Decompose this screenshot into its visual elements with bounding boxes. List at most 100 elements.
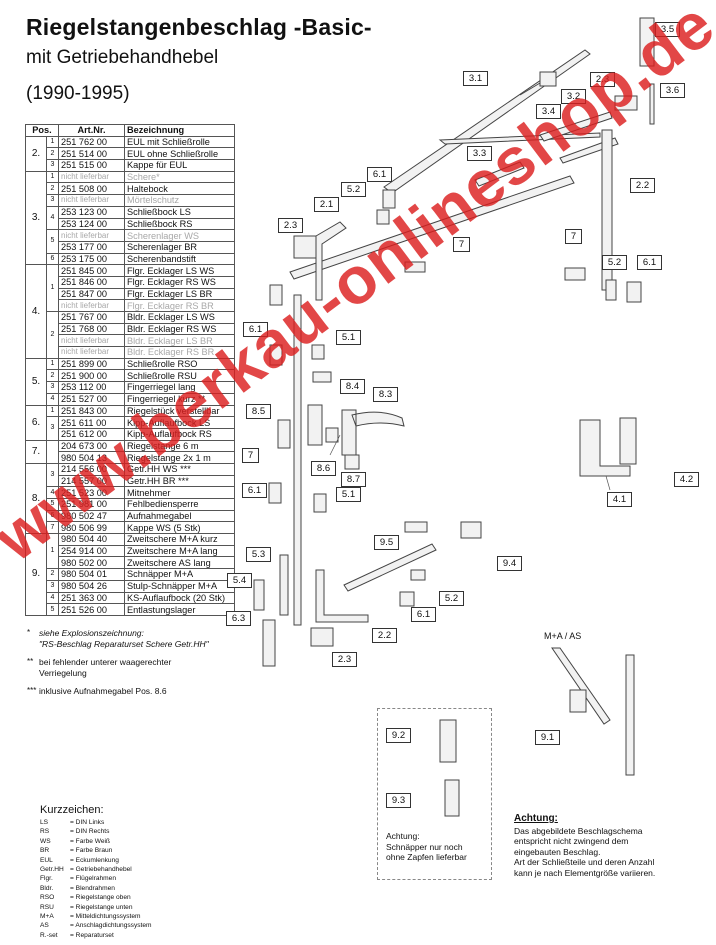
cell-bezeichnung: Zweitschere M+A kurz bbox=[124, 533, 235, 546]
part-clip-b bbox=[564, 267, 586, 281]
footnote-2-mark: ** bbox=[27, 657, 34, 666]
cell-bezeichnung: Kappe WS (5 Stk) bbox=[124, 521, 235, 535]
part-second-scissor-block bbox=[569, 689, 587, 713]
part-callout: 8.3 bbox=[373, 387, 398, 402]
part-roller-low bbox=[410, 569, 426, 581]
abbreviation-value: = Flügelrahmen bbox=[70, 875, 116, 883]
part-callout: 6.3 bbox=[226, 611, 251, 626]
abbreviation-row: Getr.HH = Getriebehandhebel bbox=[40, 865, 152, 874]
part-locking-bar-top bbox=[289, 175, 575, 280]
cell-bezeichnung: Entlastungslager bbox=[124, 603, 235, 616]
part-corner-drive-lower bbox=[315, 569, 369, 623]
footnote-1-mark: * bbox=[27, 628, 31, 637]
part-locking-piece-left-3 bbox=[268, 482, 282, 504]
abbreviation-value: = Mitteldichtungssystem bbox=[70, 913, 141, 921]
part-stulp-latch bbox=[444, 779, 460, 817]
part-callout: 2.3 bbox=[332, 652, 357, 667]
warning-note: Achtung: Das abgebildete Beschlagschema … bbox=[514, 813, 714, 878]
cell-art-nr: 254 914 00 bbox=[58, 544, 125, 558]
part-callout: 5.2 bbox=[439, 591, 464, 606]
footnote-2-line2: Verriegelung bbox=[39, 667, 87, 678]
part-window-handle bbox=[341, 409, 405, 456]
cell-art-nr: 253 123 00 bbox=[58, 205, 125, 219]
part-callout: 7 bbox=[242, 448, 259, 463]
abbreviation-value: = Riegelstange oben bbox=[70, 894, 131, 902]
cell-bezeichnung: Kappe für EUL bbox=[124, 159, 235, 172]
part-locking-piece-right bbox=[626, 281, 642, 303]
footnotes: * siehe Explosionszeichnung:"RS-Beschlag… bbox=[27, 628, 257, 705]
part-fork bbox=[325, 427, 339, 443]
latch-note-line2: Schnäpper nur noch bbox=[386, 841, 463, 852]
cell-bezeichnung: Schnäpper M+A bbox=[124, 568, 235, 581]
abbreviation-value: = Getriebehandhebel bbox=[70, 866, 132, 874]
part-callout: 9.2 bbox=[386, 728, 411, 743]
part-callout: 9.5 bbox=[374, 535, 399, 550]
table-header-row: Pos. Art.Nr. Bezeichnung bbox=[25, 124, 235, 137]
part-callout: 7 bbox=[565, 229, 582, 244]
abbreviation-row: M+A = Mitteldichtungssystem bbox=[40, 912, 152, 921]
part-locking-piece-top bbox=[382, 189, 396, 209]
abbreviation-value: = Anschlagdichtungssystem bbox=[70, 922, 152, 930]
abbreviation-row: RSO= Riegelstange oben bbox=[40, 893, 152, 902]
abbreviation-value: = Farbe Weiß bbox=[70, 837, 111, 845]
abbreviation-key: Getr.HH bbox=[40, 866, 64, 874]
part-second-scissor-arm bbox=[551, 647, 611, 725]
abbreviation-key: BR bbox=[40, 847, 50, 855]
header-bez: Bezeichnung bbox=[124, 124, 235, 137]
part-callout: 8.4 bbox=[340, 379, 365, 394]
part-locking-piece-left-2 bbox=[269, 344, 283, 366]
part-bolt-long bbox=[279, 554, 289, 616]
part-mortar-guard bbox=[539, 111, 613, 142]
abbreviation-row: EUL= Eckumlenkung bbox=[40, 856, 152, 865]
footnote-3: *** inklusive Aufnahmegabel Pos. 8.6 bbox=[27, 686, 257, 697]
cell-art-nr: 251 526 00 bbox=[58, 603, 125, 616]
abbreviation-key: Bldr. bbox=[40, 884, 54, 892]
cell-bezeichnung: EUL ohne Schließrolle bbox=[124, 147, 235, 161]
part-misuse-lock bbox=[277, 419, 291, 449]
abbreviation-key: R.-set bbox=[40, 931, 58, 939]
abbreviation-key: M+A bbox=[40, 913, 54, 921]
abbreviation-value: = Blendrahmen bbox=[70, 884, 115, 892]
cell-bezeichnung: Schere* bbox=[124, 170, 235, 184]
cell-art-nr: 980 502 47 bbox=[58, 509, 125, 523]
abbreviation-row: WS= Farbe Weiß bbox=[40, 837, 152, 846]
part-cap-8-7 bbox=[344, 454, 360, 470]
part-callout: 4.1 bbox=[607, 492, 632, 507]
abbreviation-row: RSU = Riegelstange unten bbox=[40, 903, 152, 912]
abbreviation-value: = Farbe Braun bbox=[70, 847, 113, 855]
part-callout: 6.1 bbox=[367, 167, 392, 182]
abbreviation-row: LS= DIN Links bbox=[40, 818, 152, 827]
part-holding-block bbox=[539, 71, 557, 87]
part-roller-right bbox=[605, 279, 617, 301]
abbreviation-key: EUL bbox=[40, 856, 53, 864]
abbreviation-row: Bldr. = Blendrahmen bbox=[40, 884, 152, 893]
abbreviation-row: RS= DIN Rechts bbox=[40, 827, 152, 836]
system-label: M+A / AS bbox=[544, 631, 582, 641]
cell-art-nr: 980 506 99 bbox=[58, 521, 125, 535]
warning-line2: entspricht nicht zwingend dem bbox=[514, 836, 629, 846]
part-clip-c bbox=[312, 371, 332, 383]
part-callout: 3.3 bbox=[467, 146, 492, 161]
part-eul-cap-left bbox=[293, 235, 317, 259]
cell-art-nr: 253 177 00 bbox=[58, 240, 125, 254]
part-locking-piece-low bbox=[399, 591, 415, 607]
part-callout: 3.4 bbox=[536, 104, 561, 119]
cell-bezeichnung: Schließbock RS bbox=[124, 217, 235, 231]
part-callout: 2.2 bbox=[372, 628, 397, 643]
warning-line3: eingebauten Beschlag. bbox=[514, 846, 601, 857]
part-callout: 6.1 bbox=[243, 322, 268, 337]
abbreviation-value: = Riegelstange unten bbox=[70, 903, 133, 911]
part-callout: 6.1 bbox=[242, 483, 267, 498]
abbreviation-key: RSU bbox=[40, 903, 54, 911]
